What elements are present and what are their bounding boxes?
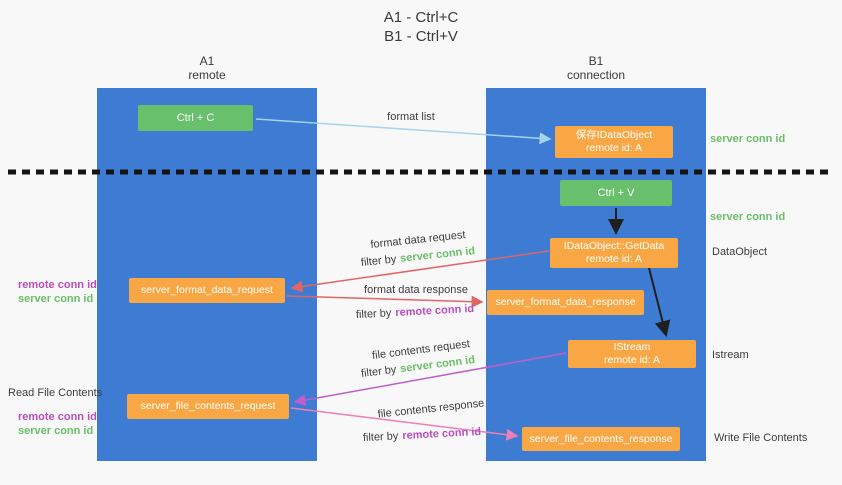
- node-ctrl-c-label: Ctrl + C: [176, 111, 215, 124]
- node-format-response-label: server_format_data_response: [495, 296, 636, 308]
- filter-remote-conn-id-2: remote conn id: [402, 425, 482, 443]
- filter-by-text-4: filter by: [362, 430, 399, 445]
- node-getdata-line1: IDataObject::GetData: [563, 240, 665, 252]
- node-ctrl-c: Ctrl + C: [138, 105, 253, 131]
- lane-header-b1: B1 connection: [541, 54, 651, 82]
- node-save-dataobject-line1: 保存IDataObject: [575, 129, 653, 141]
- lane-a1-subtitle: remote: [188, 68, 226, 82]
- filter-by-text-2: filter by: [355, 307, 392, 322]
- title-line-2: B1 - Ctrl+V: [384, 28, 458, 45]
- label-remote-conn-id-left-1: remote conn id: [18, 279, 97, 291]
- node-server-format-data-response: server_format_data_response: [487, 290, 644, 315]
- label-server-conn-id-left-1: server conn id: [18, 293, 94, 305]
- node-file-response-label: server_file_contents_response: [529, 432, 673, 445]
- node-save-dataobject: 保存IDataObject remote id: A: [555, 126, 673, 158]
- lane-b1-subtitle: connection: [566, 68, 626, 82]
- node-save-dataobject-line2: remote id: A: [585, 142, 643, 154]
- label-remote-conn-id-left-2: remote conn id: [18, 411, 97, 423]
- label-dataobject: DataObject: [712, 246, 768, 258]
- node-format-request-label: server_format_data_request: [141, 284, 273, 296]
- filter-server-conn-id-1: server conn id: [399, 245, 476, 265]
- label-format-data-response: format data response: [364, 284, 468, 296]
- node-getdata-line2: remote id: A: [585, 253, 643, 265]
- label-server-conn-id-top-right: server conn id: [710, 133, 786, 145]
- lane-header-a1: A1 remote: [152, 54, 262, 82]
- node-ctrl-v-label: Ctrl + V: [597, 186, 635, 199]
- label-file-contents-response: file contents response: [377, 397, 485, 421]
- filter-remote-conn-id-1: remote conn id: [395, 302, 475, 320]
- label-istream-side: Istream: [712, 349, 749, 361]
- label-server-conn-id-mid-right: server conn id: [710, 211, 786, 223]
- node-server-file-contents-request: server_file_contents_request: [127, 394, 289, 419]
- node-server-file-contents-response: server_file_contents_response: [522, 427, 680, 451]
- lane-a1-name: A1: [199, 54, 215, 68]
- diagram-title: A1 - Ctrl+C B1 - Ctrl+V: [0, 8, 842, 46]
- filter-by-text-3: filter by: [360, 363, 398, 380]
- label-write-file-contents: Write File Contents: [714, 432, 808, 444]
- lane-b1-name: B1: [588, 54, 604, 68]
- node-istream: IStream remote id: A: [568, 340, 696, 368]
- label-read-file-contents: Read File Contents: [8, 387, 103, 399]
- node-ctrl-v: Ctrl + V: [560, 180, 672, 206]
- node-server-format-data-request: server_format_data_request: [129, 278, 285, 303]
- label-server-conn-id-left-2: server conn id: [18, 425, 94, 437]
- label-format-list: format list: [387, 111, 435, 123]
- node-istream-line2: remote id: A: [603, 354, 661, 366]
- title-line-1: A1 - Ctrl+C: [383, 9, 459, 26]
- node-file-request-label: server_file_contents_request: [140, 400, 276, 412]
- node-istream-line1: IStream: [613, 341, 651, 353]
- filter-by-text-1: filter by: [360, 253, 397, 269]
- node-idataobject-getdata: IDataObject::GetData remote id: A: [550, 238, 678, 268]
